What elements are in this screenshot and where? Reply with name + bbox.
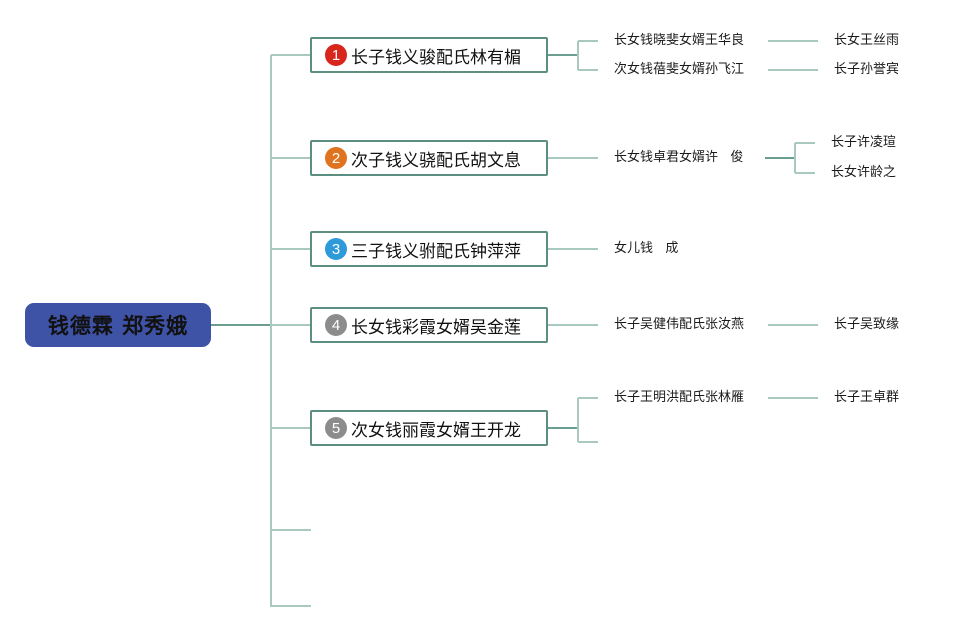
child-node[interactable]: 长子吴健伟配氏张汝燕	[614, 317, 745, 332]
root-label: 钱德霖 郑秀娥	[47, 314, 189, 338]
branch-node-2[interactable]: 2 次子钱义骁配氏胡文息	[310, 140, 548, 176]
number-4-badge-icon: 4	[325, 314, 347, 336]
branch-node-4[interactable]: 4 长女钱彩霞女婿吴金莲	[310, 307, 548, 343]
grandchild-node[interactable]: 长子吴致缘	[834, 317, 900, 332]
grandchild-node[interactable]: 长子孙誉宾	[834, 62, 900, 77]
branch-label: 次子钱义骁配氏胡文息	[351, 150, 521, 171]
branch-node-1[interactable]: 1 长子钱义骏配氏林有楣	[310, 37, 548, 73]
grandchild-node[interactable]: 长子王卓群	[834, 390, 900, 405]
child-node[interactable]: 长子王明洪配氏张林雁	[614, 390, 745, 405]
child-node[interactable]: 次女钱蓓斐女婿孙飞江	[614, 62, 745, 77]
child-node[interactable]: 长女钱卓君女婿许 俊	[614, 150, 744, 165]
number-2-badge-icon: 2	[325, 147, 347, 169]
number-1-badge-icon: 1	[325, 44, 347, 66]
branch-label: 长子钱义骏配氏林有楣	[351, 47, 521, 68]
number-3-badge-icon: 3	[325, 238, 347, 260]
branch-label: 长女钱彩霞女婿吴金莲	[351, 317, 521, 338]
grandchild-node[interactable]: 长女许龄之	[831, 165, 897, 180]
grandchild-node[interactable]: 长女王丝雨	[834, 33, 900, 48]
root-node[interactable]: 钱德霖 郑秀娥	[25, 303, 211, 347]
branch-label: 次女钱丽霞女婿王开龙	[351, 420, 521, 441]
branch-node-3[interactable]: 3 三子钱义驸配氏钟萍萍	[310, 231, 548, 267]
child-node[interactable]: 女儿钱 成	[614, 241, 679, 256]
number-5-badge-icon: 5	[325, 417, 347, 439]
child-node[interactable]: 长女钱晓斐女婿王华良	[614, 33, 745, 48]
branch-label: 三子钱义驸配氏钟萍萍	[351, 241, 521, 262]
grandchild-node[interactable]: 长子许凌瑄	[831, 135, 897, 150]
branch-node-5[interactable]: 5 次女钱丽霞女婿王开龙	[310, 410, 548, 446]
